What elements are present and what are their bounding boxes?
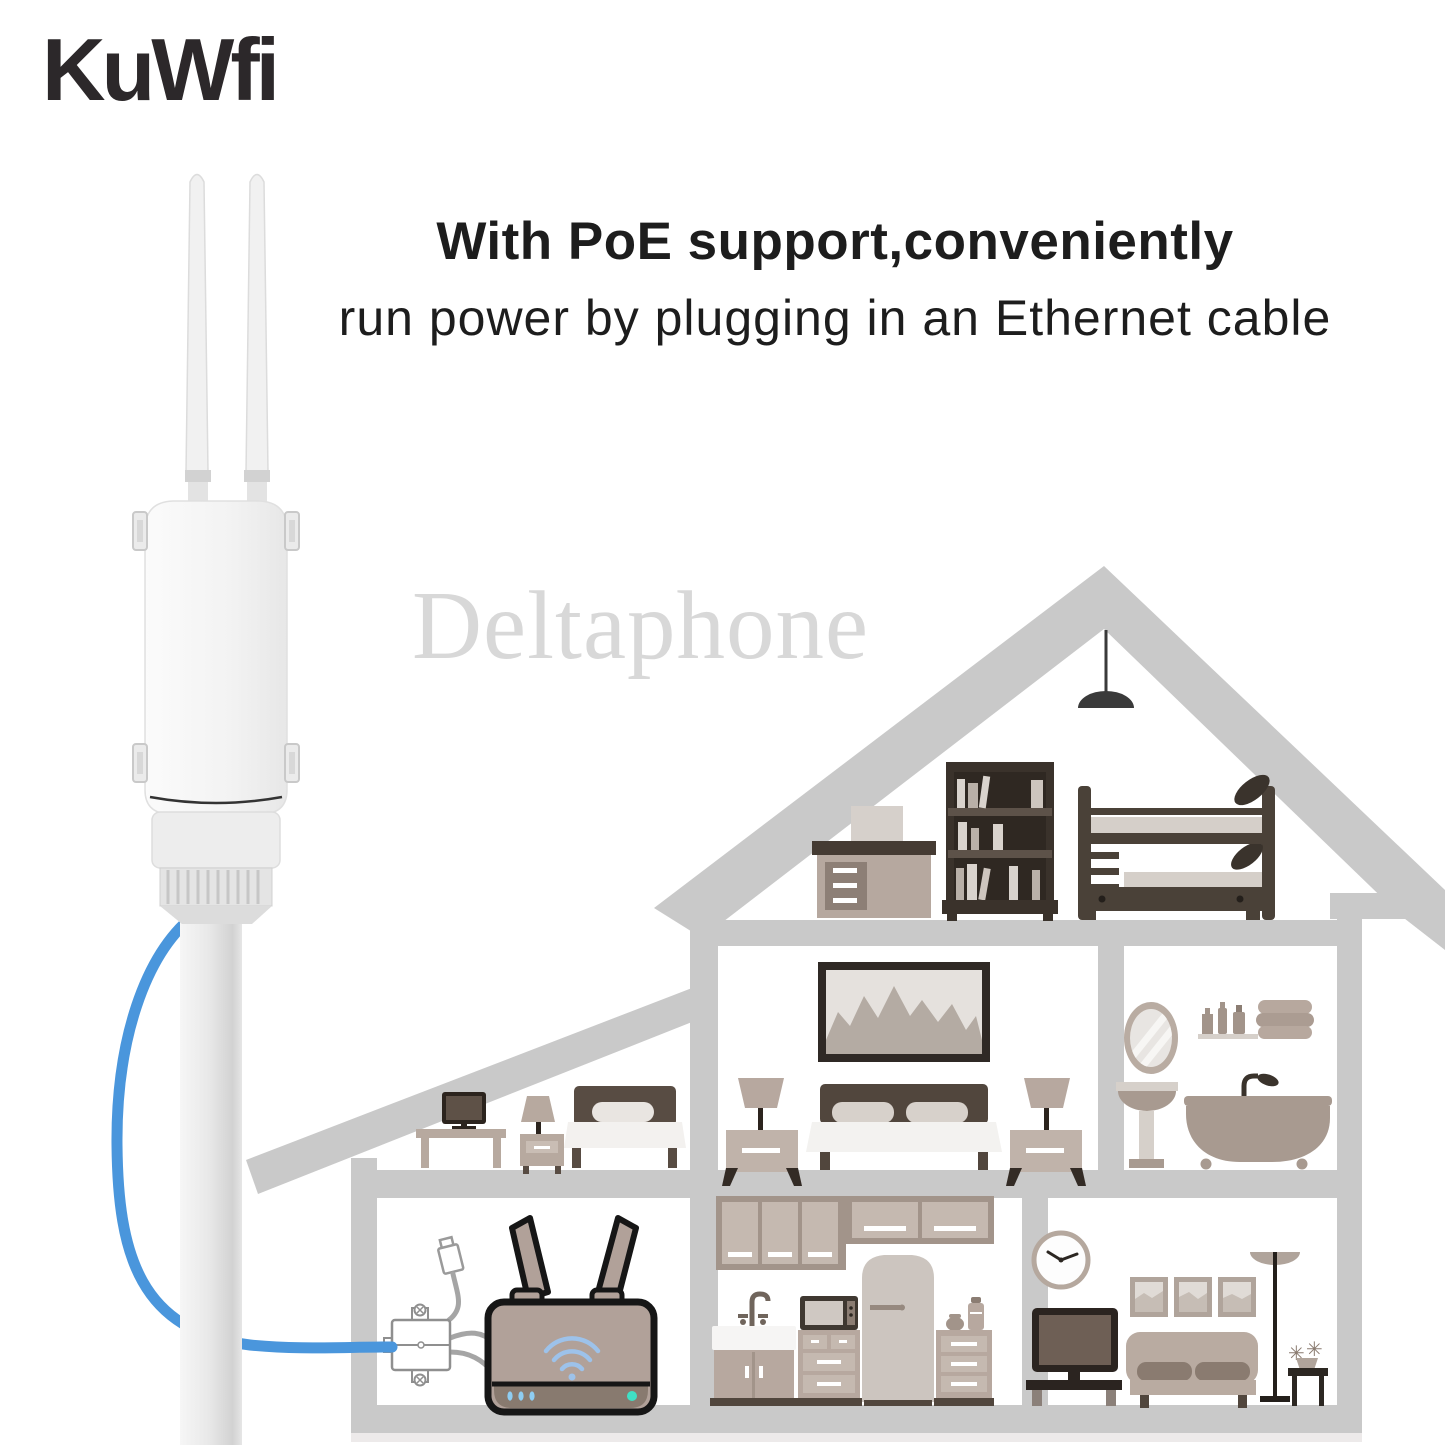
living-room: ✳ ✳: [1026, 1230, 1328, 1408]
headline-line1: With PoE support,conveniently: [436, 212, 1234, 271]
towel-stack: [1256, 1000, 1314, 1039]
router-status-leds: [507, 1391, 637, 1401]
lower-section: [151, 811, 281, 869]
toiletries-shelf: [1198, 1002, 1258, 1039]
bunk-bed: [1078, 774, 1275, 920]
blue-ethernet-cable: [111, 910, 398, 1354]
floor-lamp: [1250, 1252, 1300, 1402]
picture-frames: [1130, 1277, 1256, 1317]
middle-floor: [351, 1170, 1362, 1198]
dresser-desk: [812, 841, 936, 918]
mount-clips: [132, 511, 300, 783]
annex-bedroom: [416, 1086, 686, 1174]
tv-on-table: [416, 1092, 506, 1168]
attic-room: [812, 630, 1275, 921]
interior-wall-kitchen-living: [1022, 1198, 1048, 1407]
brand-logo: KuWfi: [42, 20, 280, 119]
flower-side-table: ✳ ✳: [1288, 1337, 1328, 1406]
outdoor-ap-unit: [111, 173, 398, 1445]
main-roof: [654, 566, 1445, 950]
antenna-left: [185, 173, 211, 504]
table-lamp-left: [738, 1078, 784, 1130]
microwave: [800, 1296, 858, 1330]
svg-text:✳: ✳: [1306, 1337, 1323, 1361]
oval-mirror: [1124, 1002, 1178, 1074]
mountain-picture: [818, 962, 990, 1062]
kitchen: [710, 1196, 994, 1406]
network-corner: [383, 1215, 658, 1416]
leaf-decor: [1234, 774, 1270, 806]
attic-floor: [690, 920, 1362, 946]
leaf-decor: [1231, 842, 1263, 870]
tv-on-stand: [1026, 1308, 1122, 1406]
bathroom: [1116, 1000, 1332, 1170]
power-led: [627, 1391, 637, 1401]
ap-body: [132, 500, 300, 924]
right-eave: [1330, 893, 1445, 919]
router-wifi-symbol: [543, 1336, 601, 1381]
nightstand-lamp: [520, 1096, 564, 1174]
wifi-router: [484, 1215, 658, 1416]
pendant-lamp: [1078, 630, 1134, 708]
wall-cabinets: [716, 1196, 994, 1270]
nightstand-left: [722, 1130, 802, 1186]
drawer-unit-left: [796, 1330, 862, 1406]
router-antenna-left: [509, 1215, 551, 1301]
headline-line2: run power by plugging in an Ethernet cab…: [338, 289, 1332, 346]
sofa: [1126, 1332, 1258, 1408]
pedestal-sink: [1116, 1082, 1178, 1168]
router-antenna-right: [595, 1215, 639, 1301]
seam-line: [149, 795, 283, 805]
clawfoot-bathtub: [1184, 1073, 1332, 1170]
single-bed: [564, 1086, 686, 1168]
rj45-plug: [437, 1235, 465, 1275]
poster-board: [851, 806, 903, 846]
jars: [946, 1297, 984, 1331]
sink-and-faucet: [710, 1291, 798, 1406]
double-bed: [806, 1084, 1002, 1170]
house-shadow: [351, 1433, 1362, 1442]
bookshelf: [942, 762, 1058, 921]
nightstand-right: [1006, 1130, 1086, 1186]
wall-clock: [1031, 1230, 1091, 1290]
house-structure: [246, 566, 1445, 1442]
antenna-right: [244, 173, 270, 504]
plug-cable: [446, 1271, 461, 1323]
mounting-pole: [180, 916, 242, 1445]
router-base: [494, 1385, 648, 1408]
annex-left-wall: [351, 1158, 377, 1433]
interior-wall-bed-bath: [1098, 944, 1124, 1172]
refrigerator: [862, 1255, 934, 1406]
annex-roof: [246, 988, 692, 1194]
table-lamp-right: [1024, 1078, 1070, 1130]
master-bedroom: [722, 962, 1086, 1186]
headline: With PoE support,conveniently run power …: [240, 210, 1430, 348]
cable-gland: [159, 867, 273, 924]
drawer-unit-right: [934, 1330, 994, 1406]
